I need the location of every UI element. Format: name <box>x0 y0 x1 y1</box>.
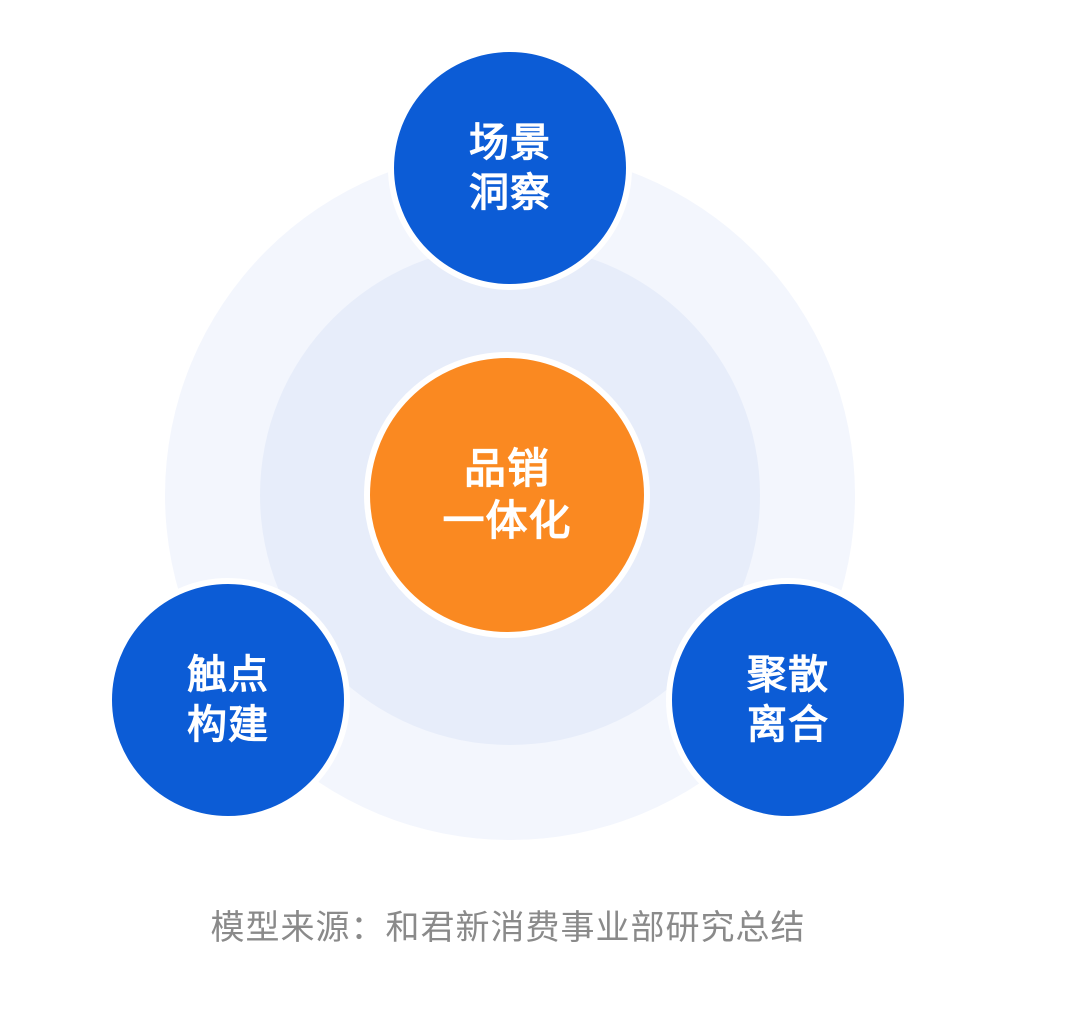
node-gather-line1: 聚散 <box>747 652 829 698</box>
node-touchpoint-line1: 触点 <box>187 652 269 698</box>
node-center-line2: 一体化 <box>442 496 572 545</box>
node-touchpoint-building: 触点 构建 <box>106 578 350 822</box>
node-brand-sales-integration: 品销 一体化 <box>364 352 650 638</box>
node-gather-line2: 离合 <box>747 702 829 748</box>
node-scene-insight: 场景 洞察 <box>388 46 632 290</box>
node-center-line1: 品销 <box>463 443 550 493</box>
source-caption: 模型来源：和君新消费事业部研究总结 <box>210 908 806 948</box>
node-scene-insight-line2: 洞察 <box>469 170 551 216</box>
node-touchpoint-line2: 构建 <box>187 702 269 748</box>
node-gather-disperse: 聚散 离合 <box>666 578 910 822</box>
node-scene-insight-line1: 场景 <box>469 120 551 166</box>
